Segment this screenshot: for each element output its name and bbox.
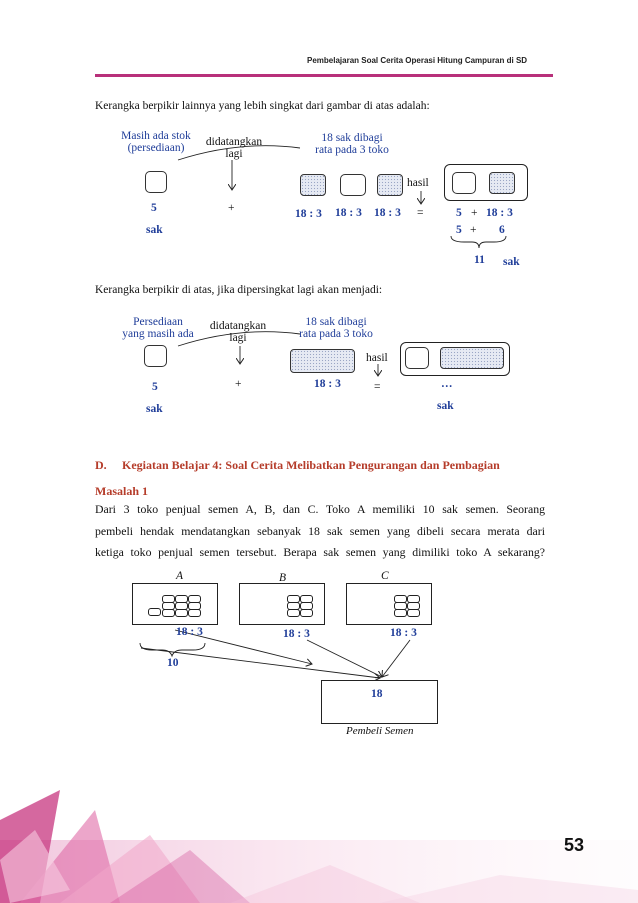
res2-5: 5 [456, 224, 462, 236]
arrow-c-to-buyer [382, 639, 411, 677]
res-plus: + [471, 207, 478, 219]
curve-arrow-2 [177, 331, 301, 347]
total-unit: sak [503, 256, 520, 268]
sack-a-7 [175, 609, 188, 617]
equals-2: = [374, 381, 381, 393]
label-result: hasil [407, 177, 429, 189]
section2-intro: Kerangka berpikir di atas, jika dipersin… [95, 284, 383, 296]
store-c-label: C [381, 570, 389, 582]
arrow-ten-to-buyer [140, 647, 380, 678]
div-box-1 [300, 174, 326, 196]
section-heading: Kegiatan Belajar 4: Soal Cerita Melibatk… [122, 458, 500, 472]
div-3: 18 : 3 [374, 207, 401, 219]
res2-plus: + [470, 224, 477, 236]
res-5: 5 [456, 207, 462, 219]
footer-decoration [0, 790, 638, 903]
unit-stock: sak [146, 224, 163, 236]
buyer-box [321, 680, 438, 724]
label-stock: Masih ada stok(persediaan) [121, 130, 191, 154]
brace-ten [139, 642, 206, 658]
div-c: 18 : 3 [390, 627, 417, 639]
store-b-box [239, 583, 325, 625]
result-group-box [444, 164, 528, 201]
res-div: 18 : 3 [486, 207, 513, 219]
running-title: Pembelajaran Soal Cerita Operasi Hitung … [307, 56, 528, 65]
res-ellipsis: … [441, 378, 453, 390]
sack-c-6 [407, 609, 420, 617]
result-box-stock [452, 172, 476, 194]
ten: 10 [167, 657, 179, 669]
body-line-1: Dari 3 toko penjual semen A, B, dan C. T… [95, 502, 545, 516]
sack-a-1 [148, 608, 161, 616]
section-letter: D. [95, 458, 107, 472]
body-line-2: pembeli hendak mendatangkan sebanyak 18 … [95, 523, 545, 538]
div-box-wide [290, 349, 355, 373]
buyer-label: Pembeli Semen [346, 725, 414, 737]
store-a-label: A [176, 570, 184, 582]
arrow-a-to-buyer [174, 629, 312, 664]
problem-body: Dari 3 toko penjual semen A, B, dan C. T… [95, 499, 545, 564]
section1-intro: Kerangka berpikir lainnya yang lebih sin… [95, 100, 430, 112]
sack-b-3 [287, 609, 300, 617]
op-plus: + [228, 202, 235, 214]
brace-1 [450, 235, 507, 249]
op-plus-2: + [235, 378, 242, 390]
total: 11 [474, 254, 485, 266]
val-stock-2: 5 [152, 381, 158, 393]
sack-b-6 [300, 609, 313, 617]
result-box-stock-2 [405, 347, 429, 369]
store-a-box [132, 583, 218, 625]
result-group-box-2 [400, 342, 510, 376]
sack-a-4 [162, 609, 175, 617]
res2-6: 6 [499, 224, 505, 236]
div-1: 18 : 3 [295, 208, 322, 220]
label-result-2: hasil [366, 352, 388, 364]
page-number: 53 [564, 835, 585, 855]
store-c-box [346, 583, 432, 625]
sack-c-3 [394, 609, 407, 617]
stock-box-1 [145, 171, 167, 193]
header-rule [95, 74, 553, 77]
res-unit-2: sak [437, 400, 454, 412]
stock-box-2 [144, 345, 167, 367]
curve-arrow-1 [177, 145, 301, 161]
div-a: 18 : 3 [176, 626, 203, 638]
problem-title: Masalah 1 [95, 484, 149, 498]
body-line-3: ketiga toko penjual semen tersebut. Bera… [95, 545, 545, 559]
arrow-b-to-buyer [306, 639, 382, 677]
div-b: 18 : 3 [283, 628, 310, 640]
div-single: 18 : 3 [314, 378, 341, 390]
div-box-3 [377, 174, 403, 196]
div-2: 18 : 3 [335, 207, 362, 219]
unit-stock-2: sak [146, 403, 163, 415]
sack-a-10 [188, 609, 201, 617]
eighteen: 18 [371, 688, 383, 700]
store-b-label: B [279, 572, 287, 584]
result-box-div [489, 172, 515, 194]
result-box-div-2 [440, 347, 504, 369]
equals: = [417, 207, 424, 219]
div-box-2 [340, 174, 366, 196]
val-stock: 5 [151, 202, 157, 214]
